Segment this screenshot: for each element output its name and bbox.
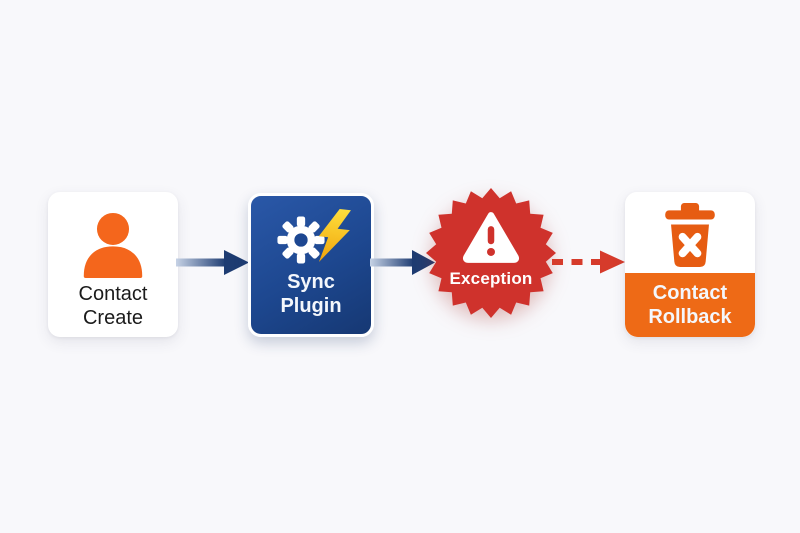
trash-x-icon [665, 203, 715, 267]
rollback-footer: Contact Rollback [625, 273, 755, 337]
node-sync-plugin: Sync Plugin [248, 193, 374, 337]
arrow-exception-to-rollback-dashed [552, 250, 625, 274]
warning-triangle-icon [462, 212, 520, 263]
node-contact-create-label: Contact Create [79, 282, 148, 330]
label-line-2: Rollback [648, 306, 732, 328]
node-exception-badge: Exception [425, 187, 557, 319]
sync-plugin-icons [251, 206, 371, 270]
node-contact-rollback-label: Contact Rollback [648, 281, 731, 329]
node-exception-label: Exception [449, 269, 533, 288]
label-line-2: Create [82, 307, 144, 329]
node-contact-rollback: Contact Rollback [625, 192, 755, 337]
node-contact-create: Contact Create [48, 192, 178, 337]
label-line-2: Plugin [280, 295, 342, 317]
gear-icon [277, 216, 325, 264]
arrow-sync-to-exception [370, 250, 435, 275]
lightning-bolt-icon [318, 209, 351, 262]
arrow-create-to-sync [176, 250, 249, 275]
node-sync-plugin-label: Sync Plugin [280, 270, 341, 318]
label-line-1: Contact [78, 283, 148, 305]
label-line-1: Sync [287, 271, 335, 293]
label-line-1: Contact [652, 282, 728, 304]
person-icon [80, 208, 146, 282]
